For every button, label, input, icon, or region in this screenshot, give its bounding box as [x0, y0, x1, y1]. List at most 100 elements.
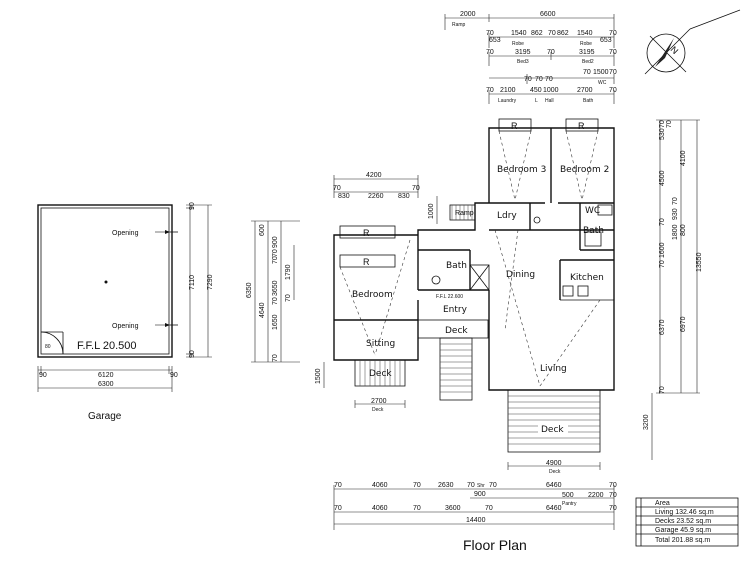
dim-text: 6460: [546, 505, 562, 512]
dim-text: 70: [548, 30, 556, 37]
dim-text: 6460: [546, 482, 562, 489]
dim-text: 70: [334, 482, 342, 489]
dim-text: 6370: [659, 319, 666, 335]
dim-text: 653: [489, 37, 501, 44]
dim-text: 90: [170, 372, 178, 379]
dim-text: 500: [562, 492, 574, 499]
dim-label: Bed2: [582, 59, 594, 65]
dim-text: 70: [535, 76, 543, 83]
entry-ffl: F.F.L 22.600: [436, 294, 463, 300]
dim-text: 70: [272, 297, 279, 305]
dim-text: 1000: [543, 87, 559, 94]
dim-text: 1790: [285, 264, 292, 280]
garage-opening-bottom: Opening: [112, 323, 139, 330]
dim-text: 1000: [428, 203, 435, 219]
dining-label: Dining: [506, 270, 535, 280]
dim-text: 2100: [500, 87, 516, 94]
top-dimensions: 2000 6600 Ramp 70 653 1540 862 70 862 15…: [444, 11, 617, 104]
dim-text: 70: [413, 482, 421, 489]
dim-text: 830: [338, 193, 350, 200]
dim-text: 90: [189, 350, 196, 358]
left-top-dimensions: 4200 70 830 2260 830 70 1000: [333, 172, 438, 224]
dim-label: Laundry: [498, 98, 517, 104]
sitting-label: Sitting: [366, 339, 395, 349]
dim-text: 2000: [460, 11, 476, 18]
dim-text: 70: [485, 505, 493, 512]
dim-text: 70: [583, 69, 591, 76]
bedroom2-label: Bedroom 2: [560, 165, 609, 175]
dim-text: 3195: [579, 49, 595, 56]
bedroom-label: Bedroom: [352, 290, 393, 300]
dim-label: Deck: [372, 407, 384, 413]
dim-text: 90: [189, 202, 196, 210]
dim-text: 6970: [680, 316, 687, 332]
bottom-dimensions: 2700 Deck 4900 Deck 70 4060 70 2630 70 S…: [333, 398, 617, 530]
dim-text: 7110: [189, 275, 196, 290]
dim-text: 70: [486, 30, 494, 37]
deck-small-label: Deck: [369, 369, 392, 379]
dim-text: 70: [659, 386, 666, 394]
dim-text: 1800: [672, 224, 679, 240]
dim-text: 7290: [207, 274, 214, 290]
dim-text: 2200: [588, 492, 604, 499]
dim-text: 830: [398, 193, 410, 200]
dim-text: 862: [557, 30, 569, 37]
dim-text: 2630: [438, 482, 454, 489]
robe-label: R: [363, 257, 370, 267]
dim-text: 70: [272, 256, 279, 264]
dim-text: 70: [609, 87, 617, 94]
robe-label: R: [363, 228, 370, 238]
dim-text: 2700: [577, 87, 593, 94]
left-side-dimensions: 6350 600 4640 70 70 900 3650 70 1650 70 …: [246, 220, 325, 388]
dim-text: 70: [547, 49, 555, 56]
dim-text: 653: [600, 37, 612, 44]
dim-text: 14400: [466, 517, 486, 524]
floor-plan-title: Floor Plan: [463, 537, 527, 553]
robe-label: R: [578, 121, 585, 131]
dim-text: Shr: [477, 483, 485, 489]
dim-text: 530: [659, 128, 666, 140]
garage-ffl: F.F.L 20.500: [77, 340, 137, 352]
garage-small-tag: 80: [45, 344, 51, 350]
dim-text: 70: [609, 30, 617, 37]
dim-text: 4100: [680, 150, 687, 166]
dim-text: 3200: [643, 414, 650, 430]
dim-text: 2700: [371, 398, 387, 405]
area-table-title: Area: [655, 500, 670, 507]
dim-label: Robe: [580, 41, 592, 47]
compass-north-label: N: [669, 44, 681, 56]
dim-text: 6600: [540, 11, 556, 18]
dim-text: 70: [672, 197, 679, 205]
dim-text: 4200: [366, 172, 382, 179]
dim-text: 70: [334, 505, 342, 512]
dim-text: 70: [412, 185, 420, 192]
dim-label: Pantry: [562, 501, 577, 507]
garage-plan: Opening Opening 80 F.F.L 20.500 Garage 9…: [37, 202, 214, 422]
dim-text: 862: [531, 30, 543, 37]
dim-text: 70: [659, 260, 666, 268]
dim-text: 4900: [546, 460, 562, 467]
dim-text: 70: [659, 218, 666, 226]
living-label: Living: [540, 364, 567, 374]
deck-entry-label: Deck: [445, 326, 468, 336]
wc-label: WC: [585, 206, 600, 216]
deck-large-label: Deck: [541, 425, 564, 435]
dim-text: 1650: [272, 314, 279, 330]
dim-text: 70: [489, 482, 497, 489]
dim-text: 3600: [445, 505, 461, 512]
dim-label: Hall: [545, 98, 554, 104]
dim-text: 4640: [259, 302, 266, 318]
dim-text: 1600: [659, 242, 666, 258]
dim-text: 70: [285, 294, 292, 302]
dim-text: 900: [272, 236, 279, 248]
dim-text: 2260: [368, 193, 384, 200]
dim-text: 930: [672, 208, 679, 220]
area-row: Living 132.46 sq.m: [655, 509, 714, 516]
dim-text: 70: [413, 505, 421, 512]
dim-text: 800: [680, 224, 687, 236]
area-table: Area Living 132.46 sq.m Decks 23.52 sq.m…: [635, 497, 739, 547]
dim-text: 3650: [272, 280, 279, 296]
dim-text: 70: [666, 120, 673, 128]
bath-right-label: Bath: [583, 226, 604, 236]
